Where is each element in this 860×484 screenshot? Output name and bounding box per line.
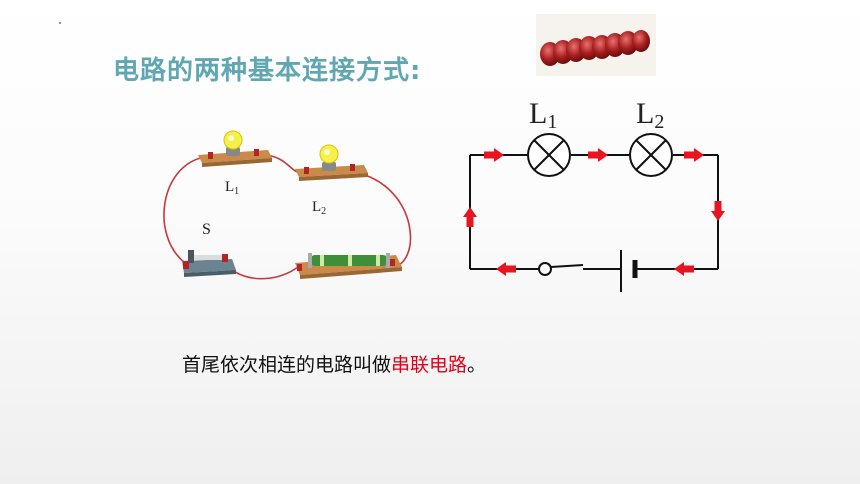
bead-string-image [536,14,656,76]
bulb-icon [295,144,368,181]
battery-holder-icon [295,253,402,279]
current-arrow-icon [463,207,477,227]
schematic-label-l1: L1 [529,97,557,133]
switch-icon [182,250,236,277]
wire [227,266,299,280]
current-arrow-icon [496,262,516,276]
caption-highlight: 串联电路 [391,354,468,376]
current-arrow-icon [588,148,608,162]
bulb-icon [198,130,272,167]
photo-label-l2: L2 [312,199,326,217]
definition-caption: 首尾依次相连的电路叫做串联电路。 [182,350,486,377]
series-circuit-schematic: L1 L2 [463,97,725,292]
decorative-dot [59,22,61,24]
schematic-label-l2: L2 [636,97,664,133]
wire [163,156,206,264]
switch-symbol-icon [538,262,584,276]
lamp-symbol-icon [629,133,673,177]
current-arrow-icon [674,262,694,276]
series-circuit-photo: L1 L2 S [163,130,412,280]
photo-label-switch: S [202,221,211,238]
current-arrow-icon [711,201,725,221]
photo-label-l1: L1 [225,179,239,197]
caption-punctuation: 。 [467,354,487,376]
lamp-symbol-icon [527,133,571,177]
battery-symbol-icon [620,250,638,292]
current-arrow-icon [684,148,704,162]
wire [364,174,412,268]
caption-text: 首尾依次相连的电路叫做 [182,354,392,376]
page-title: 电路的两种基本连接方式: [113,56,422,86]
current-arrow-icon [484,148,504,162]
